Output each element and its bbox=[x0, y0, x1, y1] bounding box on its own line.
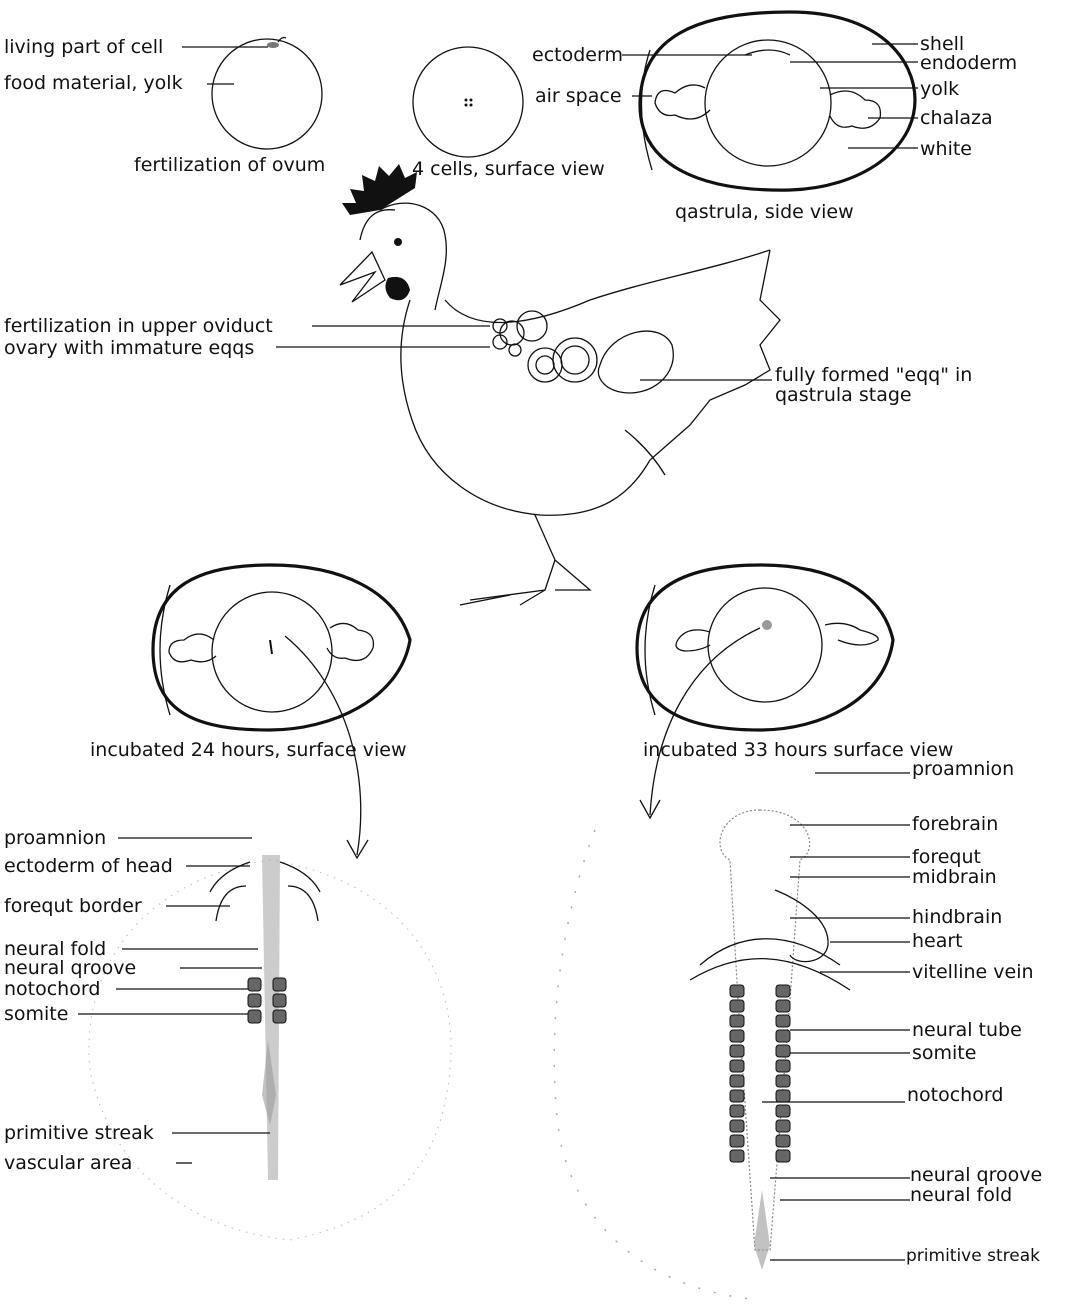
label-ectoderm-of-head: ectoderm of head bbox=[4, 857, 173, 876]
caption-gastrula-side-view: qastrula, side view bbox=[675, 203, 854, 222]
label-notochord-24: notochord bbox=[4, 980, 100, 999]
four-cell-ovum bbox=[413, 47, 523, 157]
label-notochord-33: notochord bbox=[907, 1086, 1003, 1105]
label-proamnion-24: proamnion bbox=[4, 829, 106, 848]
somites-33-left bbox=[730, 985, 744, 1162]
label-hindbrain: hindbrain bbox=[912, 908, 1002, 927]
label-vascular-area: vascular area bbox=[4, 1154, 132, 1173]
label-neural-groove-33: neural qroove bbox=[910, 1166, 1042, 1185]
label-somite-24: somite bbox=[4, 1005, 68, 1024]
label-ectoderm: ectoderm bbox=[532, 46, 623, 65]
label-food-material-yolk: food material, yolk bbox=[4, 74, 183, 93]
hen-illustration bbox=[340, 164, 780, 605]
caption-four-cells: 4 cells, surface view bbox=[412, 160, 605, 179]
ovum-fertilization bbox=[212, 38, 322, 150]
label-neural-groove-24: neural qroove bbox=[4, 959, 136, 978]
label-somite-33: somite bbox=[912, 1044, 976, 1063]
label-fully-formed-egg-2: qastrula stage bbox=[775, 386, 912, 405]
caption-incubated-33: incubated 33 hours surface view bbox=[643, 741, 953, 760]
egg-24-hours bbox=[153, 565, 410, 858]
label-yolk: yolk bbox=[920, 80, 959, 99]
label-forebrain: forebrain bbox=[912, 815, 998, 834]
label-primitive-streak-33: primitive streak bbox=[906, 1248, 1040, 1265]
egg-33-hours bbox=[637, 565, 893, 818]
gastrula-egg bbox=[640, 12, 915, 190]
label-ovary-immature-eggs: ovary with immature eqqs bbox=[4, 339, 254, 358]
embryo-24-hours bbox=[89, 855, 451, 1240]
embryo-33-hours bbox=[554, 810, 850, 1300]
label-air-space: air space bbox=[535, 87, 622, 106]
label-midbrain: midbrain bbox=[912, 868, 997, 887]
label-primitive-streak-24: primitive streak bbox=[4, 1124, 154, 1143]
label-fully-formed-egg-1: fully formed "eqq" in bbox=[775, 366, 972, 385]
label-chalaza: chalaza bbox=[920, 109, 993, 128]
label-foregut: forequt bbox=[912, 848, 981, 867]
caption-fertilization-of-ovum: fertilization of ovum bbox=[134, 156, 325, 175]
label-heart: heart bbox=[912, 932, 963, 951]
label-white: white bbox=[920, 140, 972, 159]
label-fertilization-upper-oviduct: fertilization in upper oviduct bbox=[4, 317, 273, 336]
somites-33-right bbox=[776, 985, 790, 1162]
label-neural-tube: neural tube bbox=[912, 1021, 1022, 1040]
label-neural-fold-33: neural fold bbox=[910, 1186, 1012, 1205]
label-endoderm: endoderm bbox=[920, 54, 1017, 73]
label-vitelline-vein: vitelline vein bbox=[912, 963, 1034, 982]
label-foregut-border: forequt border bbox=[4, 897, 142, 916]
label-proamnion-33: proamnion bbox=[912, 760, 1014, 779]
caption-incubated-24: incubated 24 hours, surface view bbox=[90, 741, 406, 760]
label-living-part-of-cell: living part of cell bbox=[4, 38, 163, 57]
